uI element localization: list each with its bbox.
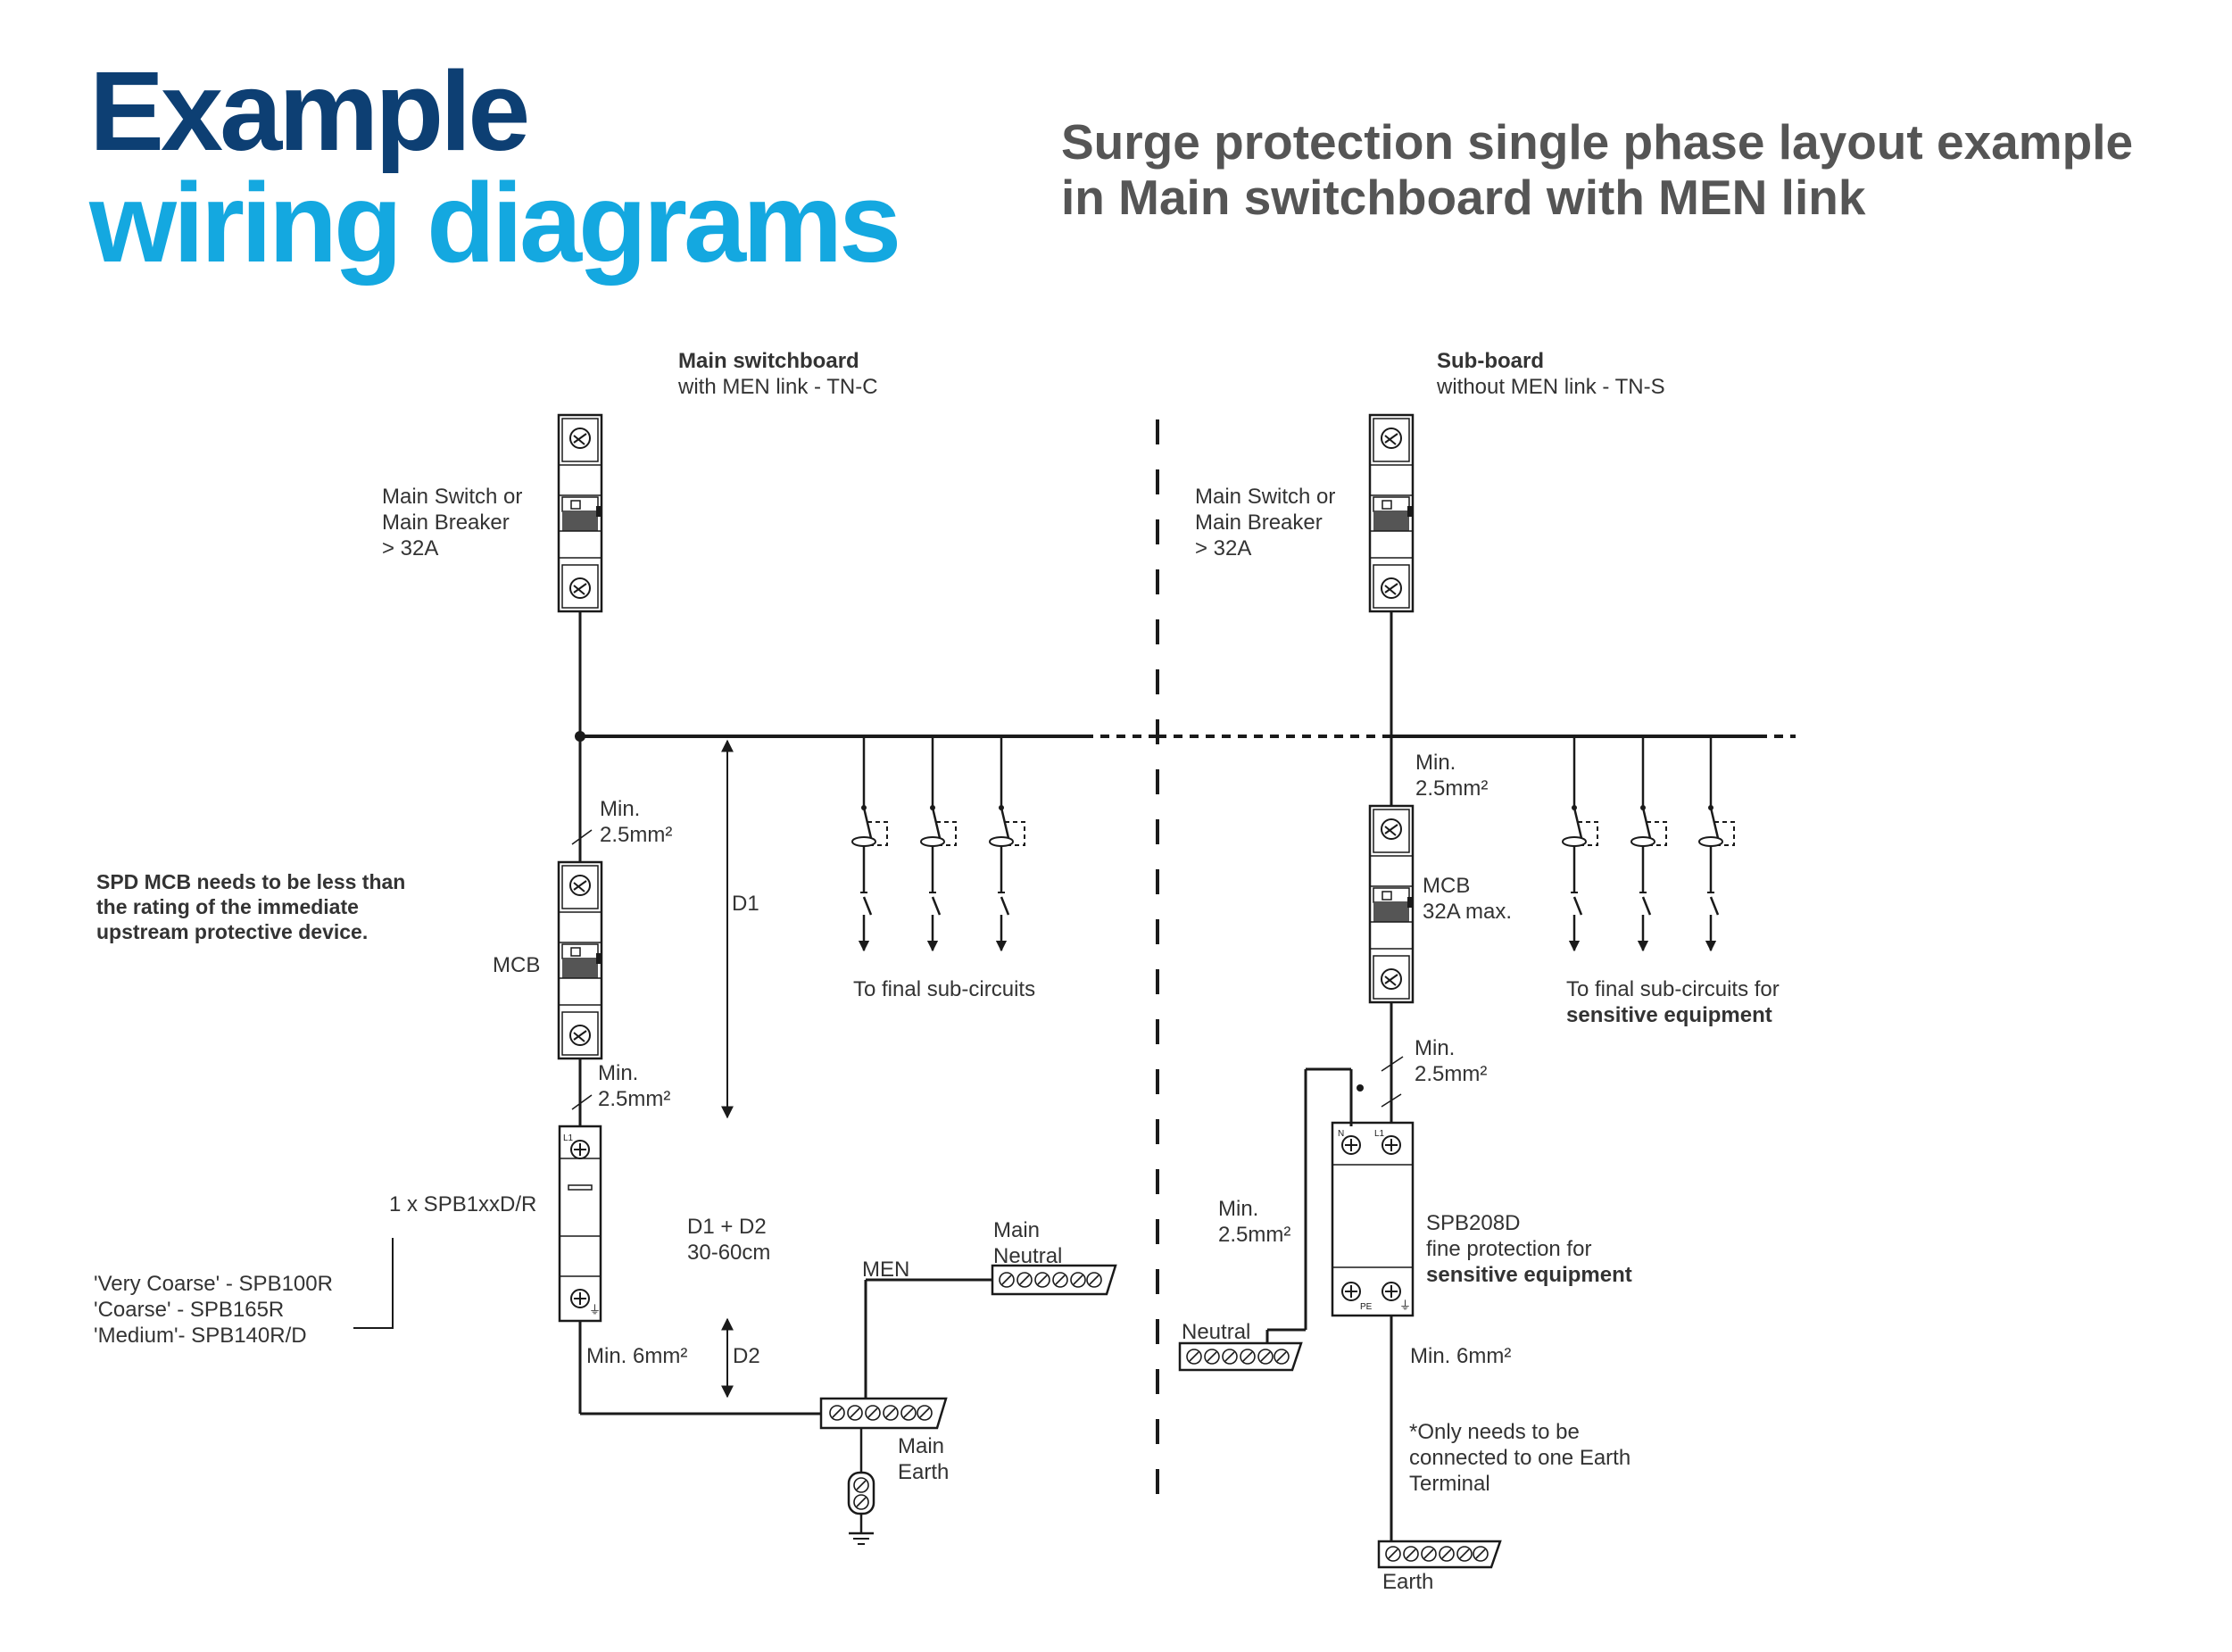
main-switch-label-line: Main Breaker	[1195, 511, 1323, 535]
cable-label-line: Min.	[598, 1061, 639, 1085]
spd-option: 'Medium'- SPB140R/D	[94, 1324, 307, 1348]
spd-terminal-l1: L1	[563, 1133, 574, 1143]
mcb-label-line: MCB	[1423, 874, 1471, 898]
sub-board-heading: Sub-board without MEN link - TN-S	[1437, 348, 1665, 400]
spd-note-line: SPD MCB needs to be less than	[96, 870, 406, 893]
main-switch-label-line: > 32A	[382, 536, 439, 560]
subtitle-line-2: in Main switchboard with MEN link	[1061, 170, 1866, 225]
spd-options-list: 'Very Coarse' - SPB100R 'Coarse' - SPB16…	[94, 1271, 333, 1349]
spd-note-line: upstream protective device.	[96, 920, 369, 943]
page-title: Example wiring diagrams	[89, 48, 901, 286]
sub-min-neutral-cable: Min. 2.5mm²	[1218, 1196, 1290, 1248]
cable-label-line: Min.	[1415, 1036, 1456, 1060]
main-switch-label-line: Main Switch or	[382, 485, 523, 509]
main-final-circuits-label: To final sub-circuits	[853, 977, 1036, 1001]
main-neutral-line: Neutral	[993, 1244, 1063, 1268]
earth-note-line: connected to one Earth	[1409, 1446, 1631, 1470]
main-neutral-line: Main	[993, 1218, 1041, 1242]
main-switch-label-line: > 32A	[1195, 536, 1252, 560]
earth-note-line: Terminal	[1409, 1472, 1490, 1496]
cable-label-line: 2.5mm²	[1218, 1223, 1291, 1247]
main-min-cable-3: Min. 6mm²	[586, 1344, 688, 1368]
sub-mcb-label: MCB 32A max.	[1423, 873, 1512, 925]
final-circuits-line: To final sub-circuits for	[1566, 977, 1780, 1001]
spb208d-label: SPB208D fine protection for sensitive eq…	[1426, 1210, 1632, 1288]
cable-label-line: Min.	[1218, 1197, 1259, 1221]
device-label-line: sensitive equipment	[1426, 1263, 1632, 1287]
main-board-subtitle: with MEN link - TN-C	[678, 375, 878, 399]
sub-min-cable-3: Min. 6mm²	[1410, 1344, 1512, 1368]
men-label: MEN	[862, 1258, 910, 1282]
device-terminal-pe: PE	[1360, 1302, 1373, 1312]
sub-min-cable-1: Min. 2.5mm²	[1415, 750, 1488, 801]
mcb-label-line: 32A max.	[1423, 900, 1513, 924]
main-switch-label-line: Main Breaker	[382, 511, 510, 535]
earth-note-line: *Only needs to be	[1409, 1420, 1580, 1444]
main-board-title: Main switchboard	[678, 349, 859, 373]
main-earth-label: Main Earth	[898, 1433, 949, 1485]
device-label-line: SPB208D	[1426, 1211, 1521, 1235]
main-earth-line: Main	[898, 1434, 945, 1458]
cable-label-line: Min.	[1415, 751, 1456, 775]
svg-text:⏚: ⏚	[1399, 1299, 1411, 1313]
device-label-line: fine protection for	[1426, 1237, 1592, 1261]
sub-board-subtitle: without MEN link - TN-S	[1437, 375, 1665, 399]
cable-label-line: 2.5mm²	[598, 1087, 671, 1111]
main-switch-label: Main Switch or Main Breaker > 32A	[382, 484, 522, 561]
sub-final-circuits-label: To final sub-circuits for sensitive equi…	[1566, 976, 1780, 1028]
sub-board-title: Sub-board	[1437, 349, 1544, 373]
diagram-subtitle: Surge protection single phase layout exa…	[1061, 114, 2133, 225]
cable-label-line: 2.5mm²	[600, 823, 673, 847]
dimension-line: 30-60cm	[687, 1241, 771, 1265]
sub-earth-label: Earth	[1382, 1570, 1434, 1594]
sub-min-cable-2: Min. 2.5mm²	[1415, 1035, 1487, 1087]
sub-neutral-label: Neutral	[1182, 1320, 1251, 1344]
spd-option: 'Very Coarse' - SPB100R	[94, 1272, 333, 1296]
dimension-d2: D2	[733, 1344, 760, 1368]
title-line-2: wiring diagrams	[89, 160, 901, 286]
cable-label-line: Min.	[600, 797, 641, 821]
final-circuits-line: sensitive equipment	[1566, 1003, 1772, 1027]
dimension-d1-d2: D1 + D2 30-60cm	[687, 1214, 770, 1266]
title-line-1: Example	[89, 48, 530, 174]
dimension-line: D1 + D2	[687, 1215, 767, 1239]
sub-main-switch-label: Main Switch or Main Breaker > 32A	[1195, 484, 1335, 561]
spd-note-line: the rating of the immediate	[96, 895, 359, 918]
device-terminal-n: N	[1338, 1129, 1344, 1139]
main-switch-label-line: Main Switch or	[1195, 485, 1336, 509]
main-board-heading: Main switchboard with MEN link - TN-C	[678, 348, 878, 400]
spd-device-label: 1 x SPB1xxD/R	[389, 1192, 537, 1216]
main-min-cable-1: Min. 2.5mm²	[600, 796, 672, 848]
spd-mcb-note: SPD MCB needs to be less than the rating…	[96, 869, 405, 944]
main-earth-line: Earth	[898, 1460, 950, 1484]
main-min-cable-2: Min. 2.5mm²	[598, 1060, 670, 1112]
cable-label-line: 2.5mm²	[1415, 776, 1489, 801]
dimension-d1: D1	[732, 892, 759, 916]
subtitle-line-1: Surge protection single phase layout exa…	[1061, 114, 2134, 170]
cable-label-line: 2.5mm²	[1415, 1062, 1488, 1086]
svg-text:⏚: ⏚	[589, 1304, 601, 1317]
earth-terminal-note: *Only needs to be connected to one Earth…	[1409, 1419, 1630, 1497]
main-mcb-label: MCB	[493, 953, 541, 977]
main-neutral-label: Main Neutral	[993, 1217, 1062, 1269]
spd-option: 'Coarse' - SPB165R	[94, 1298, 285, 1322]
device-terminal-l1: L1	[1374, 1129, 1385, 1139]
